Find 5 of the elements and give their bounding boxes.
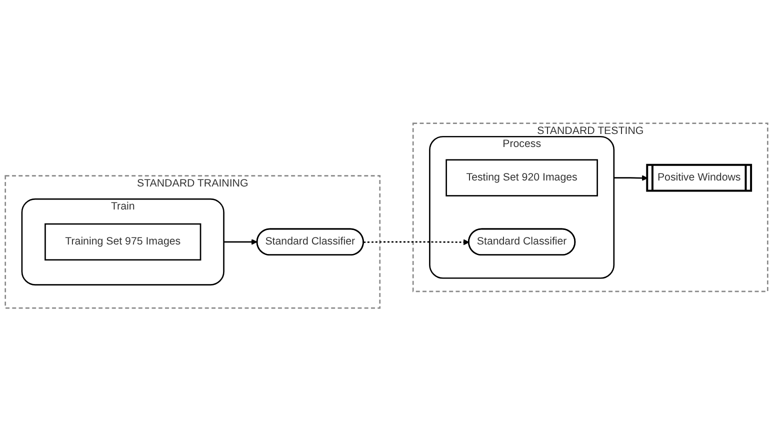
arrow	[364, 240, 470, 246]
arrow	[224, 239, 258, 246]
node-box: Testing Set 920 Images	[446, 160, 598, 197]
arrow	[614, 175, 648, 182]
node-box: Training Set 975 Images	[44, 224, 202, 261]
